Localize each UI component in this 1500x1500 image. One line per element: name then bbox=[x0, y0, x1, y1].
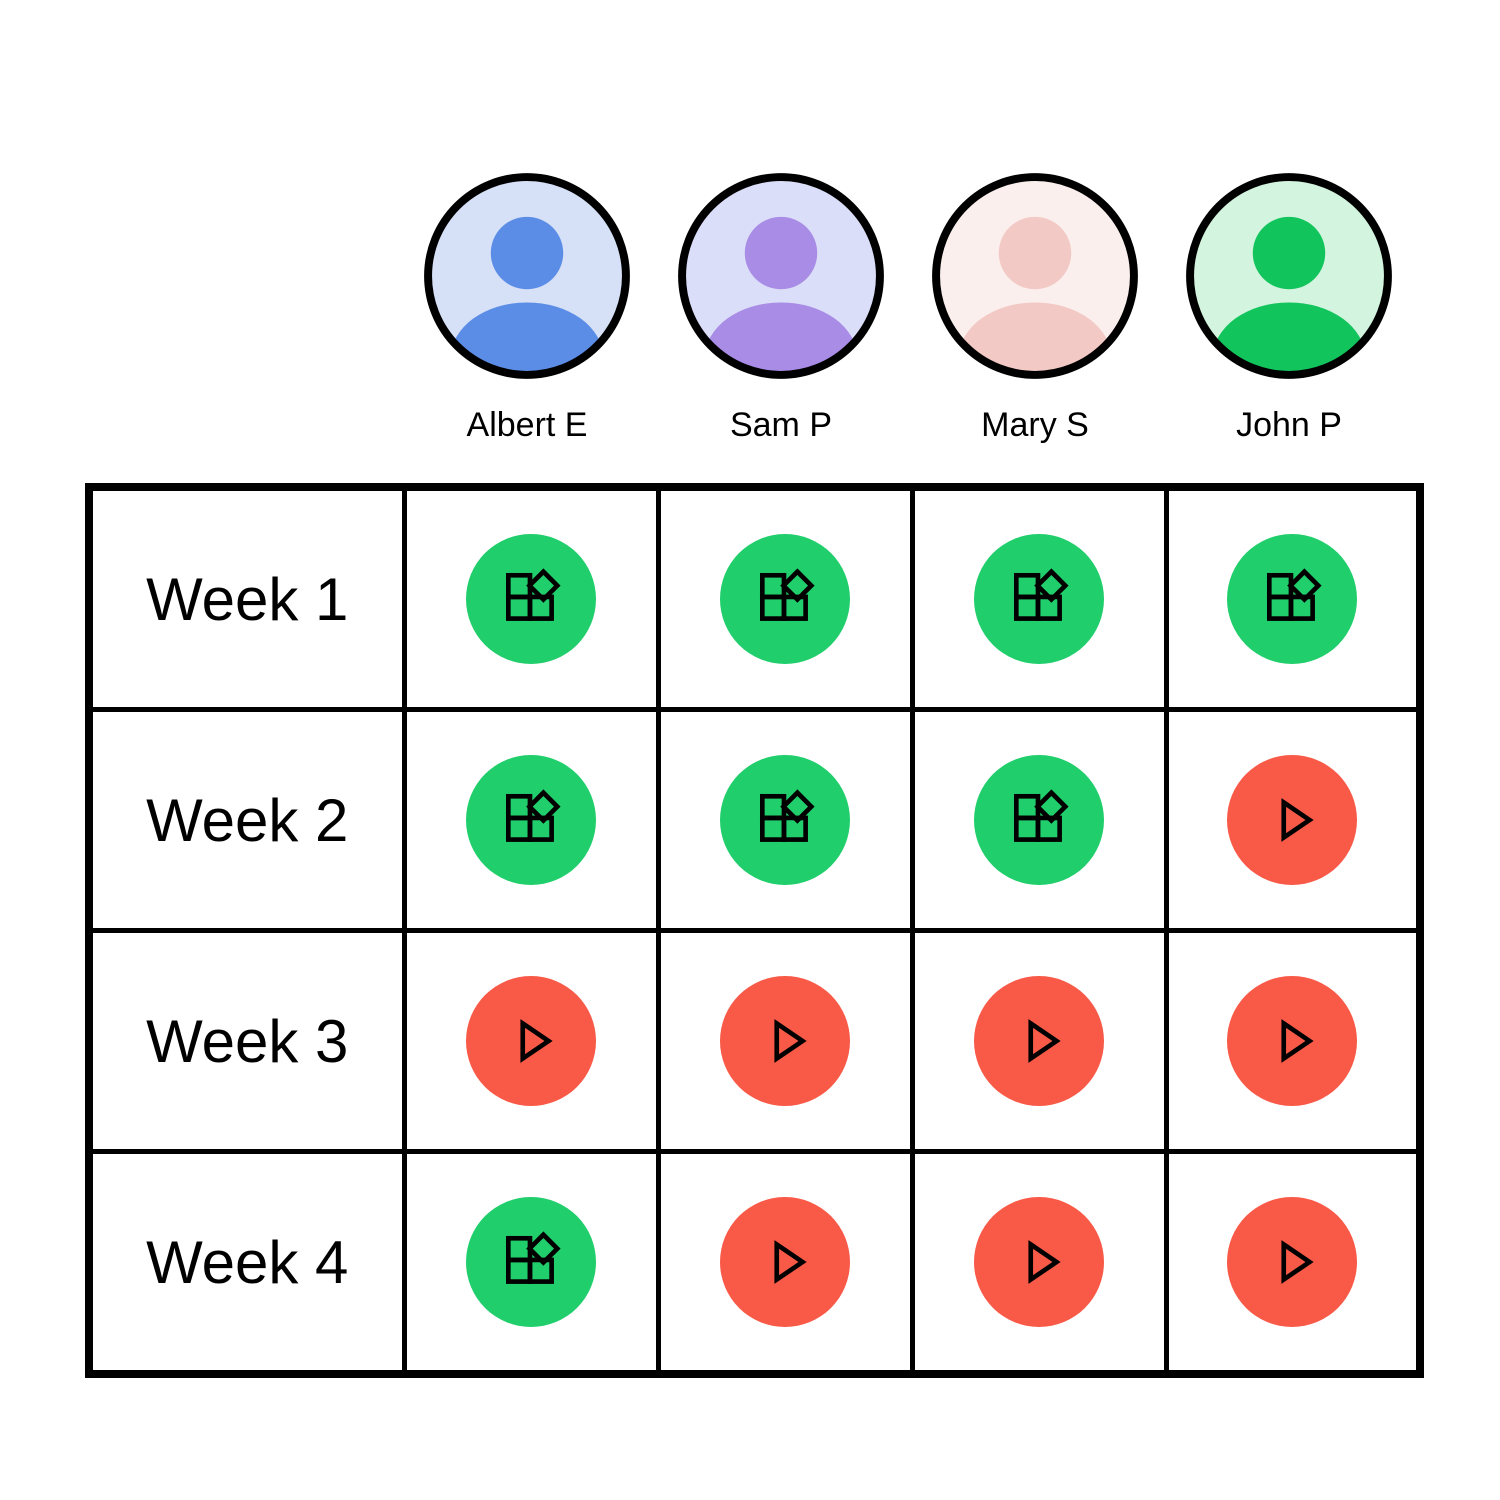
status-cell bbox=[401, 707, 661, 933]
person-icon bbox=[424, 173, 630, 379]
status-badge bbox=[974, 534, 1104, 664]
blocks-icon bbox=[505, 1231, 561, 1284]
status-cell bbox=[655, 484, 915, 712]
status-badge bbox=[1227, 1197, 1358, 1327]
status-badge bbox=[466, 1197, 596, 1327]
person-name: John P bbox=[1236, 406, 1342, 444]
header-spacer bbox=[85, 170, 400, 442]
week-label: Week 4 bbox=[86, 1149, 407, 1377]
week-label: Week 1 bbox=[86, 484, 407, 712]
avatar-shoulders bbox=[1213, 302, 1365, 375]
status-badge bbox=[466, 755, 596, 885]
status-cell bbox=[401, 1149, 661, 1377]
status-badge bbox=[466, 534, 596, 664]
blocks-icon bbox=[1013, 789, 1069, 842]
blocks-icon bbox=[505, 789, 561, 842]
status-cell bbox=[401, 928, 661, 1154]
avatar-shoulders bbox=[705, 302, 857, 375]
blocks-icon bbox=[759, 789, 815, 842]
status-cell bbox=[1163, 484, 1423, 712]
week-row: Week 2 bbox=[86, 707, 1423, 933]
person-name: Mary S bbox=[981, 406, 1089, 444]
status-cell bbox=[1163, 928, 1423, 1154]
week-label: Week 3 bbox=[86, 928, 407, 1154]
status-cell bbox=[655, 707, 915, 933]
person-name: Sam P bbox=[729, 406, 833, 444]
person-column: Albert E bbox=[400, 170, 654, 442]
person-icon bbox=[678, 173, 884, 379]
play-icon bbox=[520, 1019, 553, 1063]
person-name: Albert E bbox=[466, 406, 588, 444]
play-icon bbox=[1028, 1019, 1061, 1063]
status-badge bbox=[466, 976, 596, 1106]
status-cell bbox=[1163, 1149, 1423, 1377]
status-badge bbox=[974, 976, 1104, 1106]
person-column: Sam P bbox=[654, 170, 908, 442]
week-row: Week 3 bbox=[86, 928, 1423, 1154]
avatar-head bbox=[744, 216, 818, 290]
status-badge bbox=[1227, 755, 1358, 885]
avatar-head bbox=[998, 216, 1072, 290]
status-badge bbox=[1227, 976, 1358, 1106]
avatar-head bbox=[1252, 216, 1326, 290]
status-badge bbox=[974, 1197, 1104, 1327]
play-icon bbox=[1281, 1240, 1314, 1284]
week-row: Week 4 bbox=[86, 1149, 1423, 1377]
status-cell bbox=[655, 1149, 915, 1377]
play-icon bbox=[1281, 1019, 1314, 1063]
week-label: Week 2 bbox=[86, 707, 407, 933]
play-icon bbox=[774, 1019, 807, 1063]
status-badge bbox=[720, 534, 850, 664]
status-badge bbox=[720, 976, 850, 1106]
person-icon bbox=[932, 173, 1138, 379]
week-row: Week 1 bbox=[86, 484, 1423, 712]
blocks-icon bbox=[505, 568, 561, 621]
status-badge bbox=[720, 1197, 850, 1327]
play-icon bbox=[774, 1240, 807, 1284]
person-icon bbox=[1186, 173, 1392, 379]
play-icon bbox=[1028, 1240, 1061, 1284]
avatar-shoulders bbox=[959, 302, 1111, 375]
status-cell bbox=[655, 928, 915, 1154]
status-cell bbox=[909, 484, 1169, 712]
status-cell bbox=[909, 707, 1169, 933]
play-icon bbox=[1281, 798, 1314, 842]
status-cell bbox=[909, 928, 1169, 1154]
status-cell bbox=[1163, 707, 1423, 933]
blocks-icon bbox=[759, 568, 815, 621]
blocks-icon bbox=[1013, 568, 1069, 621]
status-badge bbox=[1227, 534, 1358, 664]
blocks-icon bbox=[1267, 568, 1322, 621]
person-column: John P bbox=[1162, 170, 1416, 442]
status-cell bbox=[401, 484, 661, 712]
people-header: Albert E Sam P Mary S John P bbox=[85, 0, 1500, 442]
avatar-head bbox=[490, 216, 564, 290]
person-column: Mary S bbox=[908, 170, 1162, 442]
avatar-shoulders bbox=[451, 302, 603, 375]
status-badge bbox=[720, 755, 850, 885]
status-cell bbox=[909, 1149, 1169, 1377]
status-badge bbox=[974, 755, 1104, 885]
